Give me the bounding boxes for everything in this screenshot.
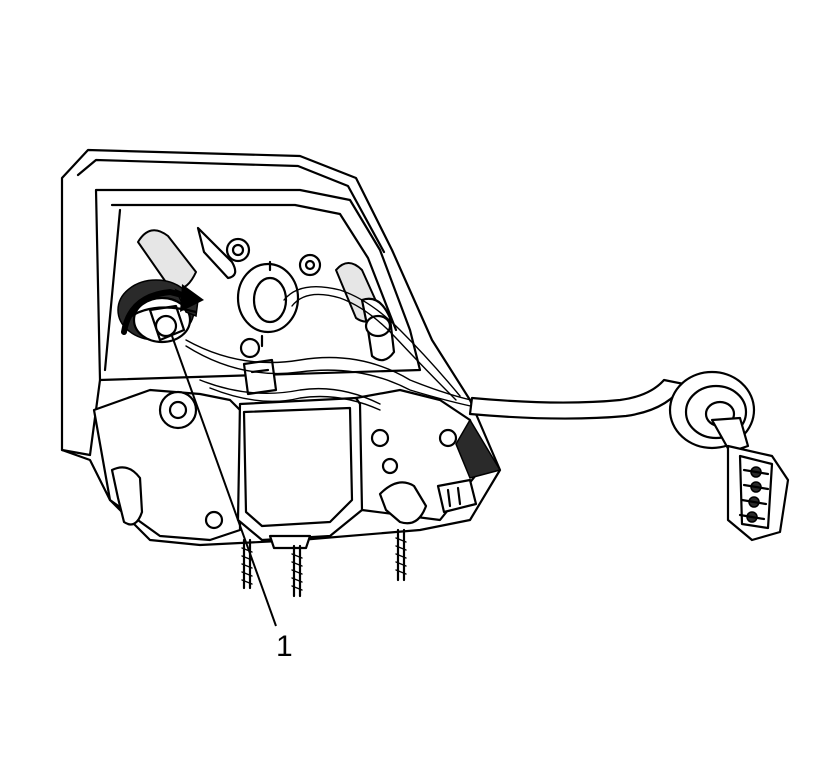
mounting-studs [241, 528, 407, 598]
wire-clips [242, 358, 478, 525]
wiring-harness [185, 286, 686, 420]
lower-housing [92, 388, 242, 542]
grommet [668, 370, 756, 454]
callout-1-leader [171, 335, 277, 627]
callout-1-label: 1 [276, 630, 293, 663]
harness-connector [726, 444, 790, 542]
control-module [236, 388, 502, 542]
rotation-arrow-icon [121, 284, 204, 335]
